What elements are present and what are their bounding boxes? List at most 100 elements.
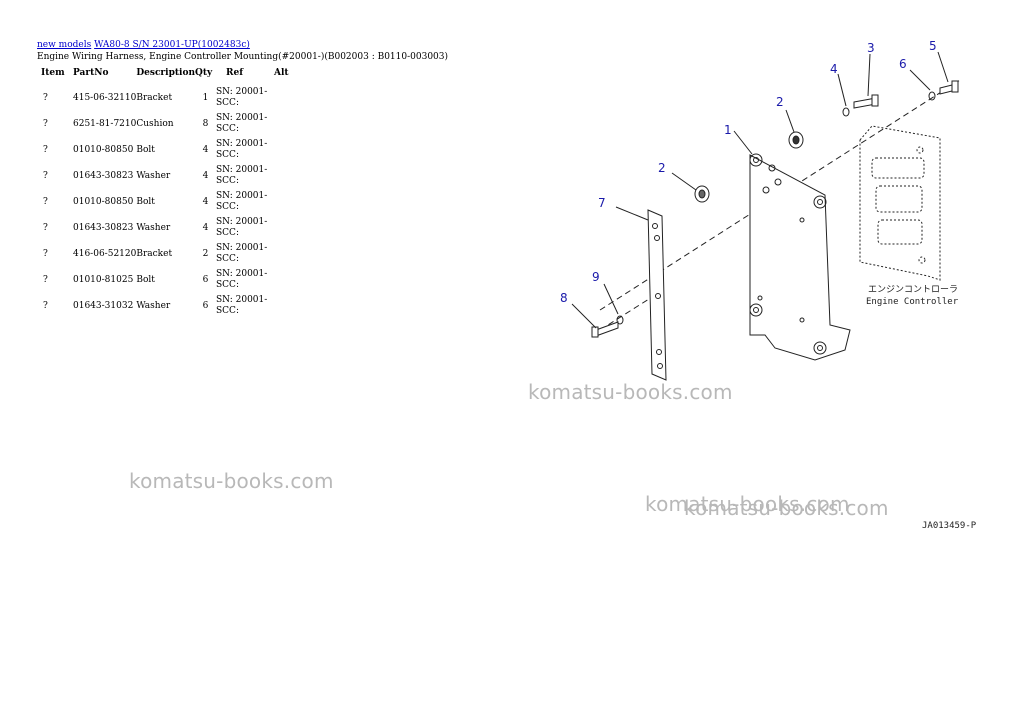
watermark: komatsu-books.com bbox=[528, 380, 733, 404]
leader-line bbox=[867, 53, 871, 97]
leader-line bbox=[733, 130, 753, 155]
leader-line bbox=[937, 51, 949, 83]
engine-controller-label-jp: エンジンコントローラ bbox=[868, 284, 958, 295]
leader-line bbox=[909, 69, 931, 91]
cell-partno: 01643-31032 bbox=[73, 301, 134, 311]
cell-item: ? bbox=[43, 249, 48, 259]
cell-alt bbox=[274, 189, 304, 215]
cell-description: Bracket bbox=[136, 249, 173, 259]
callout-6: 6 bbox=[899, 57, 907, 71]
cell-qty: 4 bbox=[202, 171, 209, 181]
callouts: 1 2 2 3 4 5 6 7 8 9 bbox=[560, 39, 937, 305]
col-description: Description bbox=[136, 68, 195, 78]
cell-description: Washer bbox=[136, 223, 171, 233]
leader-line bbox=[603, 283, 619, 315]
cell-description: Bolt bbox=[136, 275, 155, 285]
callout-2-lower: 2 bbox=[658, 161, 666, 175]
breadcrumb-link-model[interactable]: WA80-8 S/N 23001-UP(1002483c) bbox=[94, 40, 250, 50]
cell-ref: SN: 20001-SCC: bbox=[216, 139, 268, 160]
callout-5: 5 bbox=[929, 39, 937, 53]
cell-ref: SN: 20001-SCC: bbox=[216, 113, 268, 134]
cell-qty: 4 bbox=[202, 145, 209, 155]
cell-ref: SN: 20001-SCC: bbox=[216, 269, 268, 290]
bolt-8 bbox=[591, 321, 619, 338]
cell-ref: SN: 20001-SCC: bbox=[216, 165, 268, 186]
leader-line bbox=[837, 73, 847, 107]
page-title: Engine Wiring Harness, Engine Controller… bbox=[37, 52, 449, 62]
parts-table: Item PartNo Description Qty Ref Alt ? 41… bbox=[37, 65, 304, 319]
cell-description: Washer bbox=[136, 171, 171, 181]
cell-qty: 6 bbox=[202, 275, 209, 285]
cell-partno: 01010-81025 bbox=[73, 275, 134, 285]
cell-item: ? bbox=[43, 223, 48, 233]
cell-alt bbox=[274, 163, 304, 189]
breadcrumb: new models WA80-8 S/N 23001-UP(1002483c) bbox=[37, 40, 250, 50]
cell-item: ? bbox=[43, 275, 48, 285]
table-row: ? 01643-30823 Washer 4 SN: 20001-SCC: bbox=[37, 215, 304, 241]
callout-1: 1 bbox=[724, 123, 732, 137]
cell-item: ? bbox=[43, 197, 48, 207]
cell-alt bbox=[274, 267, 304, 293]
cell-partno: 6251-81-7210 bbox=[73, 119, 137, 129]
cell-alt bbox=[274, 293, 304, 319]
table-row: ? 01010-80850 Bolt 4 SN: 20001-SCC: bbox=[37, 137, 304, 163]
table-row: ? 416-06-52120 Bracket 2 SN: 20001-SCC: bbox=[37, 241, 304, 267]
cell-partno: 01010-80850 bbox=[73, 197, 134, 207]
leader-line bbox=[671, 172, 697, 191]
exploded-parts-diagram: 1 2 2 3 4 5 6 7 8 9 エンジンコントローラ Engine Co… bbox=[520, 30, 1000, 550]
cell-item: ? bbox=[43, 119, 48, 129]
cell-description: Washer bbox=[136, 301, 171, 311]
cell-description: Bracket bbox=[136, 93, 173, 103]
cell-ref: SN: 20001-SCC: bbox=[216, 87, 268, 108]
bolt-5 bbox=[939, 80, 959, 95]
cell-description: Cushion bbox=[136, 119, 174, 129]
leader-line bbox=[615, 206, 649, 221]
table-header-row: Item PartNo Description Qty Ref Alt bbox=[37, 65, 304, 85]
drawing-id: JA013459-P bbox=[922, 521, 977, 531]
watermark: komatsu-books.com bbox=[129, 469, 334, 493]
cell-partno: 416-06-52120 bbox=[73, 249, 137, 259]
cell-partno: 01010-80850 bbox=[73, 145, 134, 155]
flat-bracket bbox=[647, 209, 667, 381]
cell-item: ? bbox=[43, 93, 48, 103]
watermark: komatsu-books.com bbox=[684, 496, 889, 520]
cell-description: Bolt bbox=[136, 197, 155, 207]
cell-ref: SN: 20001-SCC: bbox=[216, 295, 268, 316]
engine-controller-outline bbox=[859, 125, 941, 281]
col-alt: Alt bbox=[274, 68, 289, 78]
washer-4 bbox=[842, 107, 850, 117]
callout-9: 9 bbox=[592, 270, 600, 284]
leader-line bbox=[571, 303, 597, 329]
cell-partno: 01643-30823 bbox=[73, 223, 134, 233]
cell-description: Bolt bbox=[136, 145, 155, 155]
callout-2-upper: 2 bbox=[776, 95, 784, 109]
cell-alt bbox=[274, 111, 304, 137]
cell-alt bbox=[274, 85, 304, 111]
table-row: ? 6251-81-7210 Cushion 8 SN: 20001-SCC: bbox=[37, 111, 304, 137]
table-row: ? 01010-81025 Bolt 6 SN: 20001-SCC: bbox=[37, 267, 304, 293]
table-row: ? 01643-30823 Washer 4 SN: 20001-SCC: bbox=[37, 163, 304, 189]
leader-line bbox=[785, 109, 795, 133]
cell-alt bbox=[274, 215, 304, 241]
cell-item: ? bbox=[43, 301, 48, 311]
table-row: ? 415-06-32110 Bracket 1 SN: 20001-SCC: bbox=[37, 85, 304, 111]
col-qty: Qty bbox=[195, 68, 213, 78]
breadcrumb-link-new-models[interactable]: new models bbox=[37, 40, 92, 50]
cell-qty: 2 bbox=[202, 249, 209, 259]
cell-qty: 8 bbox=[202, 119, 209, 129]
washer-6 bbox=[928, 91, 936, 101]
watermark: komatsu-books.com bbox=[645, 492, 850, 516]
cushion-upper bbox=[788, 131, 804, 149]
cell-ref: SN: 20001-SCC: bbox=[216, 191, 268, 212]
cell-alt bbox=[274, 241, 304, 267]
cell-partno: 01643-30823 bbox=[73, 171, 134, 181]
col-partno: PartNo bbox=[73, 68, 109, 78]
cell-qty: 4 bbox=[202, 197, 209, 207]
cell-qty: 4 bbox=[202, 223, 209, 233]
cell-alt bbox=[274, 137, 304, 163]
diagram-svg: 1 2 2 3 4 5 6 7 8 9 エンジンコントローラ Engine Co… bbox=[560, 39, 977, 531]
col-item: Item bbox=[41, 68, 65, 78]
engine-controller-label-en: Engine Controller bbox=[866, 297, 959, 307]
axis-line bbox=[599, 291, 661, 331]
cell-item: ? bbox=[43, 145, 48, 155]
